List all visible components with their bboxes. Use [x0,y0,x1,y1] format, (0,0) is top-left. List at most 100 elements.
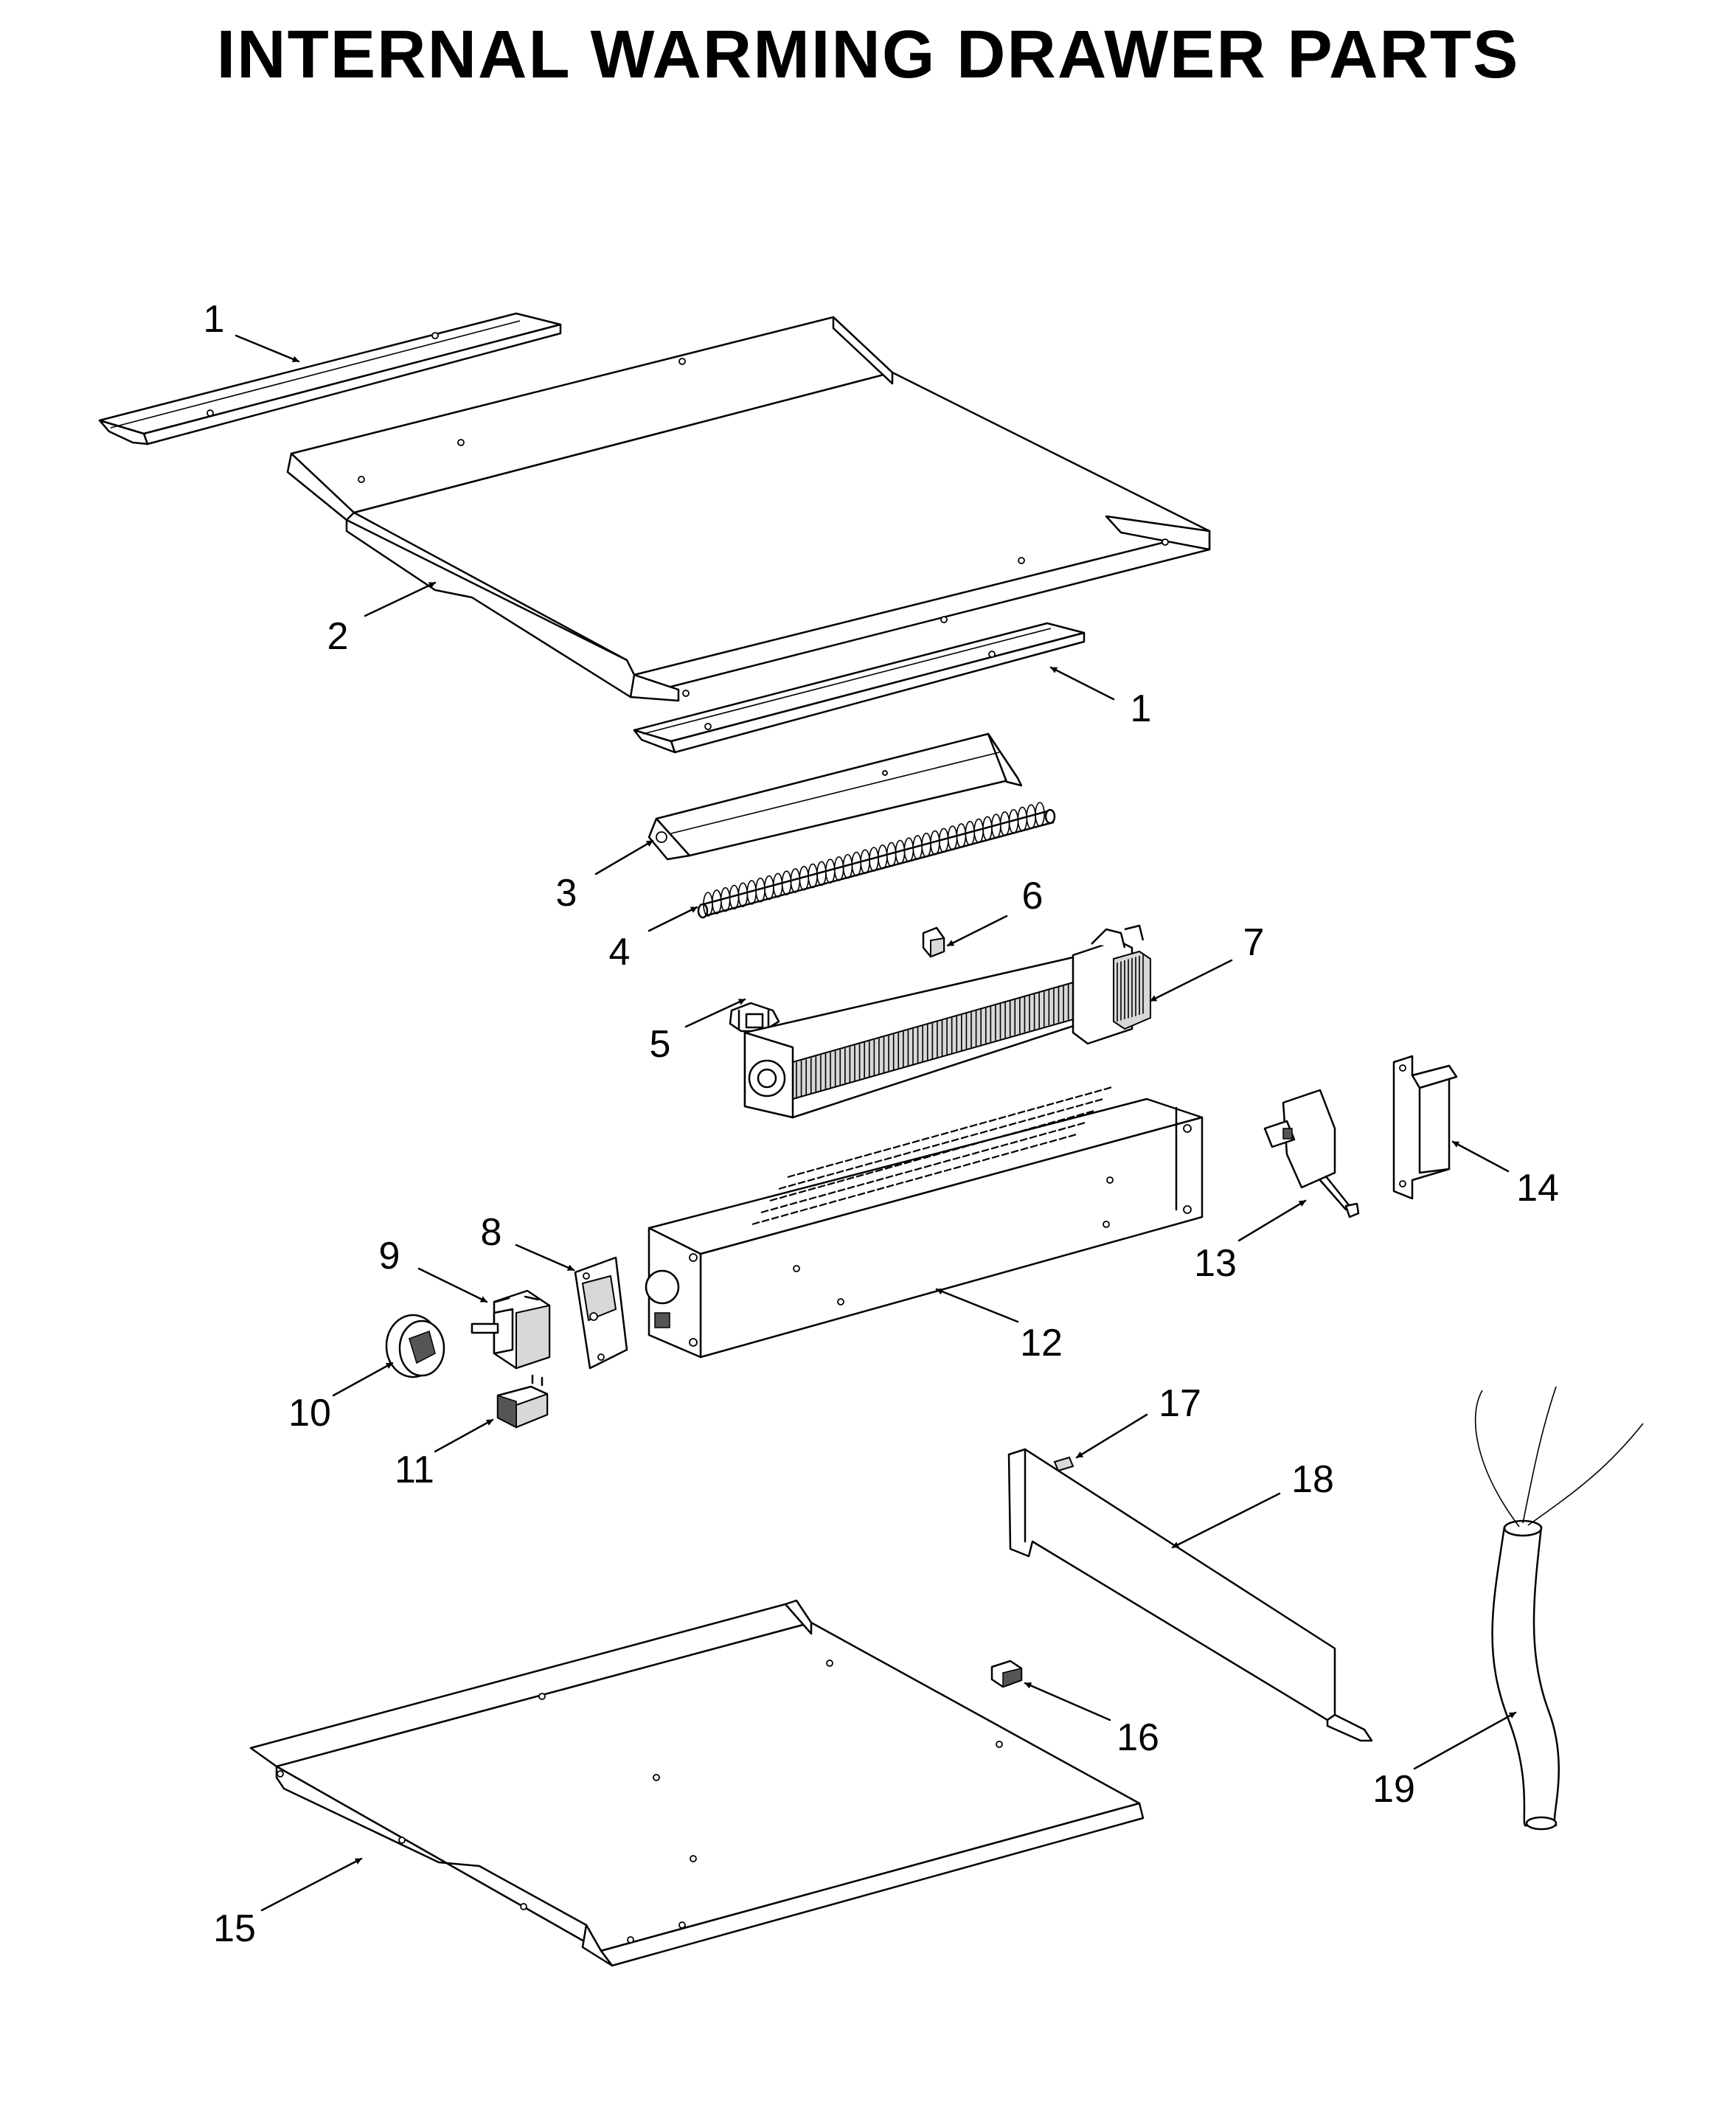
vent-slot [905,1179,914,1183]
vent-slot [903,1151,912,1156]
vent-slot [1030,1144,1038,1148]
arrow-7 [1149,959,1233,1002]
vent-slot [999,1125,1007,1129]
vent-slot [797,1180,806,1185]
vent-slot [1039,1141,1048,1146]
vent-slot [770,1207,779,1211]
vent-slot [884,1165,893,1170]
callout-9: 9 [379,1235,400,1277]
vent-slot [761,1218,770,1223]
callout-2: 2 [327,615,349,658]
vent-slot [1029,1135,1038,1140]
vent-slot [836,1179,845,1183]
part-5-thermostat [729,1002,780,1033]
vent-slot [894,1163,903,1168]
vent-slot [1007,1113,1016,1117]
vent-slot [886,1184,895,1188]
callout-17: 17 [1159,1382,1201,1425]
arrow-16 [1024,1682,1111,1721]
arrow-10 [332,1362,394,1397]
arrow-18 [1171,1492,1281,1549]
vent-slot [1058,1136,1067,1140]
vent-slot [808,1187,816,1191]
vent-slot [780,1204,788,1208]
fan-blade-slats [796,979,1084,1097]
diagram-title: INTERNAL WARMING DRAWER PARTS [216,17,1520,92]
vent-slot [991,1154,1000,1159]
vent-slot [873,1150,882,1154]
vent-slot [1010,1140,1018,1145]
part-11-relay [496,1374,549,1429]
vent-slot [865,1171,874,1176]
vent-slot [990,1145,999,1150]
vent-slot [933,1162,942,1166]
arrow-5 [684,998,746,1028]
vent-slot [780,1213,789,1218]
heater-coil-loops [703,802,1045,917]
vent-slot [789,1201,798,1206]
vent-slot [913,1157,922,1162]
vent-slot [875,1177,884,1182]
callout-12: 12 [1020,1322,1063,1364]
vent-slot [799,1207,808,1213]
vent-slot [796,1171,805,1176]
vent-slot [923,1164,932,1168]
callout-1b: 1 [1131,687,1152,730]
vent-slot [982,1157,990,1162]
vent-slot [971,1151,980,1155]
vent-slot [769,1197,778,1202]
arrow-14 [1451,1140,1510,1173]
vent-slot [845,1167,854,1171]
vent-slot [1000,1142,1009,1148]
part-3-heater-cover [647,732,1023,861]
vent-slot [1027,1117,1036,1121]
callout-19: 19 [1372,1768,1415,1811]
callout-1a: 1 [204,298,225,341]
vent-slot [825,1163,834,1168]
vent-slot [788,1183,796,1187]
vent-slot [1076,1112,1085,1117]
vent-slot [931,1143,940,1148]
vent-slot [1028,1126,1037,1130]
vent-slot [923,1155,931,1159]
arrow-12 [935,1288,1019,1323]
vent-slot [1037,1114,1046,1118]
vent-slot [960,1135,969,1140]
part-6-clip [922,926,945,958]
vent-slot [914,1167,923,1171]
motor-winding [1117,954,1144,1022]
part-17-tab [1053,1456,1074,1472]
part-15-bottom-tray [249,1599,1145,1967]
vent-slot [855,1165,864,1169]
vent-slot [838,1197,847,1201]
arrow-1a [235,334,300,363]
arrow-13 [1237,1199,1307,1242]
vent-slot [988,1118,997,1123]
vent-slot [779,1195,788,1199]
vent-slot [867,1189,875,1193]
vent-slot [837,1188,846,1193]
leader-arrows [235,334,1517,1912]
vent-slot [1046,1112,1055,1116]
vent-slot [883,1147,892,1152]
vent-slot [1103,1086,1112,1091]
vent-slot [892,1145,901,1149]
part-18-rear-panel [1007,1448,1373,1742]
callout-7: 7 [1243,921,1265,964]
vent-slot [1094,1098,1103,1103]
vent-slot [1046,1102,1055,1106]
vent-slot [1068,1134,1077,1138]
arrow-6 [946,915,1008,947]
vent-slot [771,1216,780,1220]
vent-slot [951,1138,959,1142]
callout-8: 8 [481,1211,502,1254]
callout-10: 10 [288,1392,331,1435]
part-19-wire-conduit [1474,1386,1644,1831]
vent-slot [798,1190,807,1194]
arrow-11 [434,1418,494,1453]
vent-slot [895,1172,903,1176]
vent-slot [1010,1149,1019,1154]
vent-slot [922,1145,931,1151]
vent-slot [827,1190,836,1195]
